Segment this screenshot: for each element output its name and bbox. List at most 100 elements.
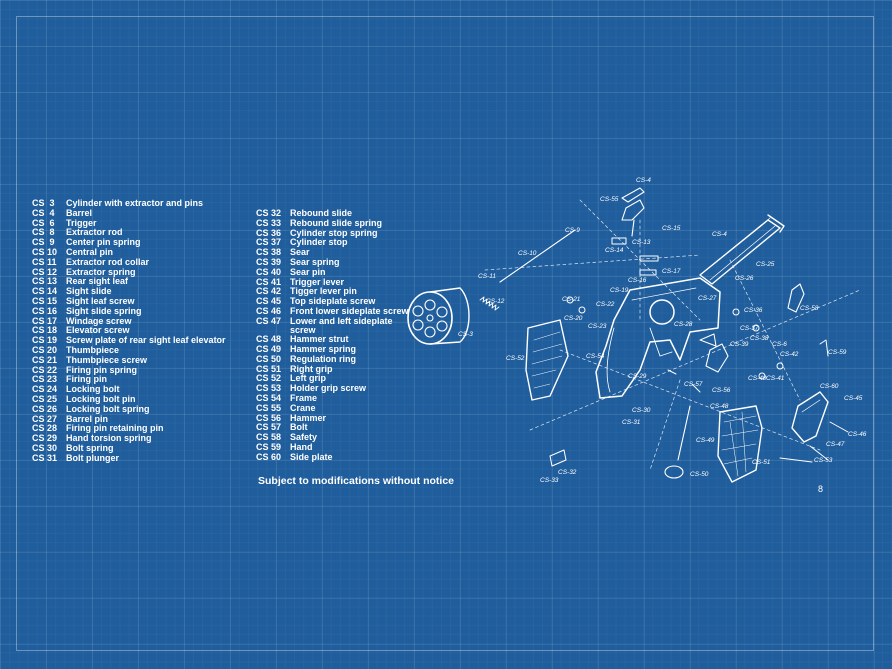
part-name: Bolt plunger: [66, 452, 119, 463]
part-name: Hammer: [290, 412, 327, 423]
label-cs10: CS-10: [518, 250, 537, 257]
part-name: Trigger lever: [290, 276, 345, 287]
part-code: CS 49: [256, 343, 282, 354]
label-cs29: CS-29: [628, 373, 647, 380]
part-code: CS 32: [256, 208, 282, 218]
part-code: CS 6: [32, 217, 55, 228]
label-cs45: CS-45: [844, 395, 863, 402]
label-cs16: CS-16: [628, 277, 647, 284]
part-code: CS 40: [256, 266, 282, 277]
part-callouts: CS-55 CS-4 CS-9 CS-10 CS-11 CS-12 CS-3 C…: [458, 177, 867, 484]
part-name: Crane: [290, 402, 316, 413]
part-name: Firing pin: [66, 374, 107, 385]
part-name: Sear spring: [290, 256, 340, 267]
part-name: Trigger: [66, 217, 97, 228]
label-cs32: CS-32: [558, 469, 577, 476]
part-name: Locking bolt pin: [66, 393, 136, 404]
part-code: CS 42: [256, 286, 282, 297]
label-cs27: CS-27: [698, 295, 717, 302]
part-name: Cylinder with extractor and pins: [66, 198, 204, 208]
label-cs52: CS-52: [506, 355, 525, 362]
part-name: Top sideplate screw: [290, 296, 376, 307]
part-code: CS 22: [32, 364, 58, 375]
frame-part: [595, 277, 721, 399]
part-code: CS 37: [256, 237, 282, 248]
label-cs37: CS-37: [740, 325, 759, 332]
part-code: CS 48: [256, 334, 282, 345]
label-cs21: CS-21: [562, 296, 581, 303]
part-code: CS 58: [256, 432, 282, 443]
part-name: Frame: [290, 392, 318, 403]
part-code: CS 21: [32, 354, 58, 365]
part-code: CS 24: [32, 384, 58, 395]
parts-list-item: CS 25 Locking bolt pin: [32, 393, 226, 405]
part-name: Cylinder stop spring: [290, 227, 378, 238]
part-name: Locking bolt: [66, 384, 120, 395]
label-cs11: CS-11: [478, 273, 496, 280]
label-cs57: CS-57: [684, 381, 703, 388]
exploded-revolver-diagram: CS-55 CS-4 CS-9 CS-10 CS-11 CS-12 CS-3 C…: [407, 177, 867, 484]
cylinder-part: [407, 287, 470, 345]
part-name: Firing pin spring: [66, 364, 137, 375]
label-cs4b: CS-4: [712, 231, 727, 238]
part-code: CS 17: [32, 315, 58, 326]
part-name: Bolt: [290, 422, 308, 433]
label-cs46: CS-46: [848, 431, 867, 438]
part-code: CS 39: [256, 256, 282, 267]
part-code: CS 23: [32, 374, 58, 385]
part-name: Extractor rod: [66, 227, 123, 238]
label-cs12: CS-12: [486, 298, 505, 305]
part-code: CS 41: [256, 276, 282, 287]
label-cs23: CS-23: [588, 323, 607, 330]
part-code: CS 16: [32, 305, 58, 316]
left-grip-part: [525, 319, 569, 401]
parts-list-item: CS 39 Sear spring: [256, 256, 409, 268]
part-code: CS 36: [256, 227, 282, 238]
part-code: CS 27: [32, 413, 58, 424]
label-cs13: CS-13: [632, 239, 651, 246]
part-name: Sight slide: [66, 286, 112, 297]
part-code: CS 38: [256, 247, 282, 258]
part-code: CS 14: [32, 286, 58, 297]
part-name: Hand: [290, 441, 313, 452]
part-name: Cylinder stop: [290, 237, 348, 248]
part-code: CS 29: [32, 433, 58, 444]
label-cs47: CS-47: [826, 441, 845, 448]
label-cs30: CS-30: [632, 407, 651, 414]
part-name: Rebound slide: [290, 208, 353, 218]
small-parts: [549, 237, 849, 467]
assembly-guide-lines: [484, 199, 861, 471]
label-cs31: CS-31: [622, 419, 641, 426]
label-cs58: CS-58: [800, 305, 819, 312]
part-code: CS 53: [256, 383, 282, 394]
part-code: CS 59: [256, 441, 282, 452]
part-code: CS 30: [32, 442, 58, 453]
part-name: Sight leaf screw: [66, 295, 135, 306]
part-name: Bolt spring: [66, 442, 114, 453]
part-name: Side plate: [290, 451, 333, 462]
part-code: CS 11: [32, 256, 57, 267]
extractor-rod-part: [479, 229, 576, 311]
label-cs6: CS-6: [772, 341, 787, 348]
part-code: CS 25: [32, 393, 58, 404]
part-name: Hammer spring: [290, 343, 357, 354]
part-name: Locking bolt spring: [66, 403, 150, 414]
